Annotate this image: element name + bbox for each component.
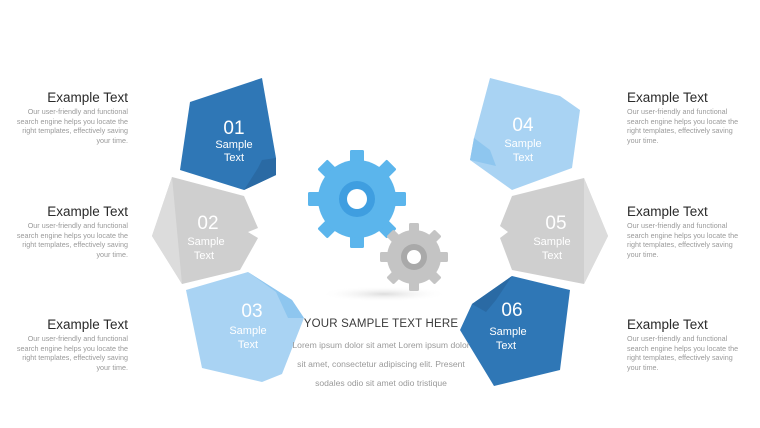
right-item-2: Example Text Our user-friendly and funct…: [627, 204, 747, 259]
segment-03: 03 Sample Text: [186, 272, 304, 382]
right-item-2-desc: Our user-friendly and functional search …: [627, 221, 739, 259]
right-item-3-title: Example Text: [627, 317, 708, 332]
segment-04-number: 04: [512, 115, 534, 136]
segment-04: 04 Sample Text: [470, 78, 580, 190]
segment-06-label-line1: Sample: [489, 326, 526, 338]
center-title: YOUR SAMPLE TEXT HERE: [303, 318, 459, 330]
segment-02-number: 02: [197, 213, 218, 234]
segment-06: 06 Sample Text: [460, 276, 570, 386]
segment-05: 05 Sample Text: [500, 178, 608, 284]
segment-06-number: 06: [501, 300, 522, 321]
right-item-3: Example Text Our user-friendly and funct…: [627, 317, 747, 372]
segment-04-label-line1: Sample: [504, 138, 541, 150]
segment-01-number: 01: [223, 118, 244, 139]
segment-01-label-line1: Sample: [215, 139, 252, 151]
segment-03-label-line2: Text: [238, 339, 258, 351]
segment-03-number: 03: [241, 301, 262, 322]
left-item-2-desc: Our user-friendly and functional search …: [16, 221, 128, 259]
left-item-3-title: Example Text: [47, 317, 128, 332]
left-item-1-title: Example Text: [47, 90, 128, 105]
gear-shadow: [320, 286, 448, 302]
right-item-2-title: Example Text: [627, 204, 708, 219]
segment-05-label-line2: Text: [542, 250, 562, 262]
segment-05-label-line1: Sample: [533, 236, 570, 248]
segment-04-label-line2: Text: [513, 152, 533, 164]
left-item-3-desc: Our user-friendly and functional search …: [16, 334, 128, 372]
segment-06-label-line2: Text: [496, 340, 516, 352]
left-item-1: Example Text Our user-friendly and funct…: [8, 90, 128, 145]
segment-02: 02 Sample Text: [152, 177, 258, 284]
left-item-1-desc: Our user-friendly and functional search …: [16, 107, 128, 145]
segment-01-label-line2: Text: [224, 152, 244, 164]
segment-02-label-line1: Sample: [187, 236, 224, 248]
segment-02-label-line2: Text: [194, 250, 214, 262]
right-item-3-desc: Our user-friendly and functional search …: [627, 334, 739, 372]
segment-03-label-line1: Sample: [229, 325, 266, 337]
left-item-3: Example Text Our user-friendly and funct…: [8, 317, 128, 372]
gray-gear-icon: [380, 223, 448, 291]
center-body: Lorem ipsum dolor sit amet Lorem ipsum d…: [292, 340, 470, 388]
segment-05-number: 05: [545, 213, 566, 234]
left-item-2-title: Example Text: [47, 204, 128, 219]
left-item-2: Example Text Our user-friendly and funct…: [8, 204, 128, 259]
blue-gear-icon: [308, 150, 406, 248]
right-item-1: Example Text Our user-friendly and funct…: [627, 90, 747, 145]
right-item-1-desc: Our user-friendly and functional search …: [627, 107, 739, 145]
right-item-1-title: Example Text: [627, 90, 708, 105]
segment-01: 01 Sample Text: [180, 78, 276, 190]
